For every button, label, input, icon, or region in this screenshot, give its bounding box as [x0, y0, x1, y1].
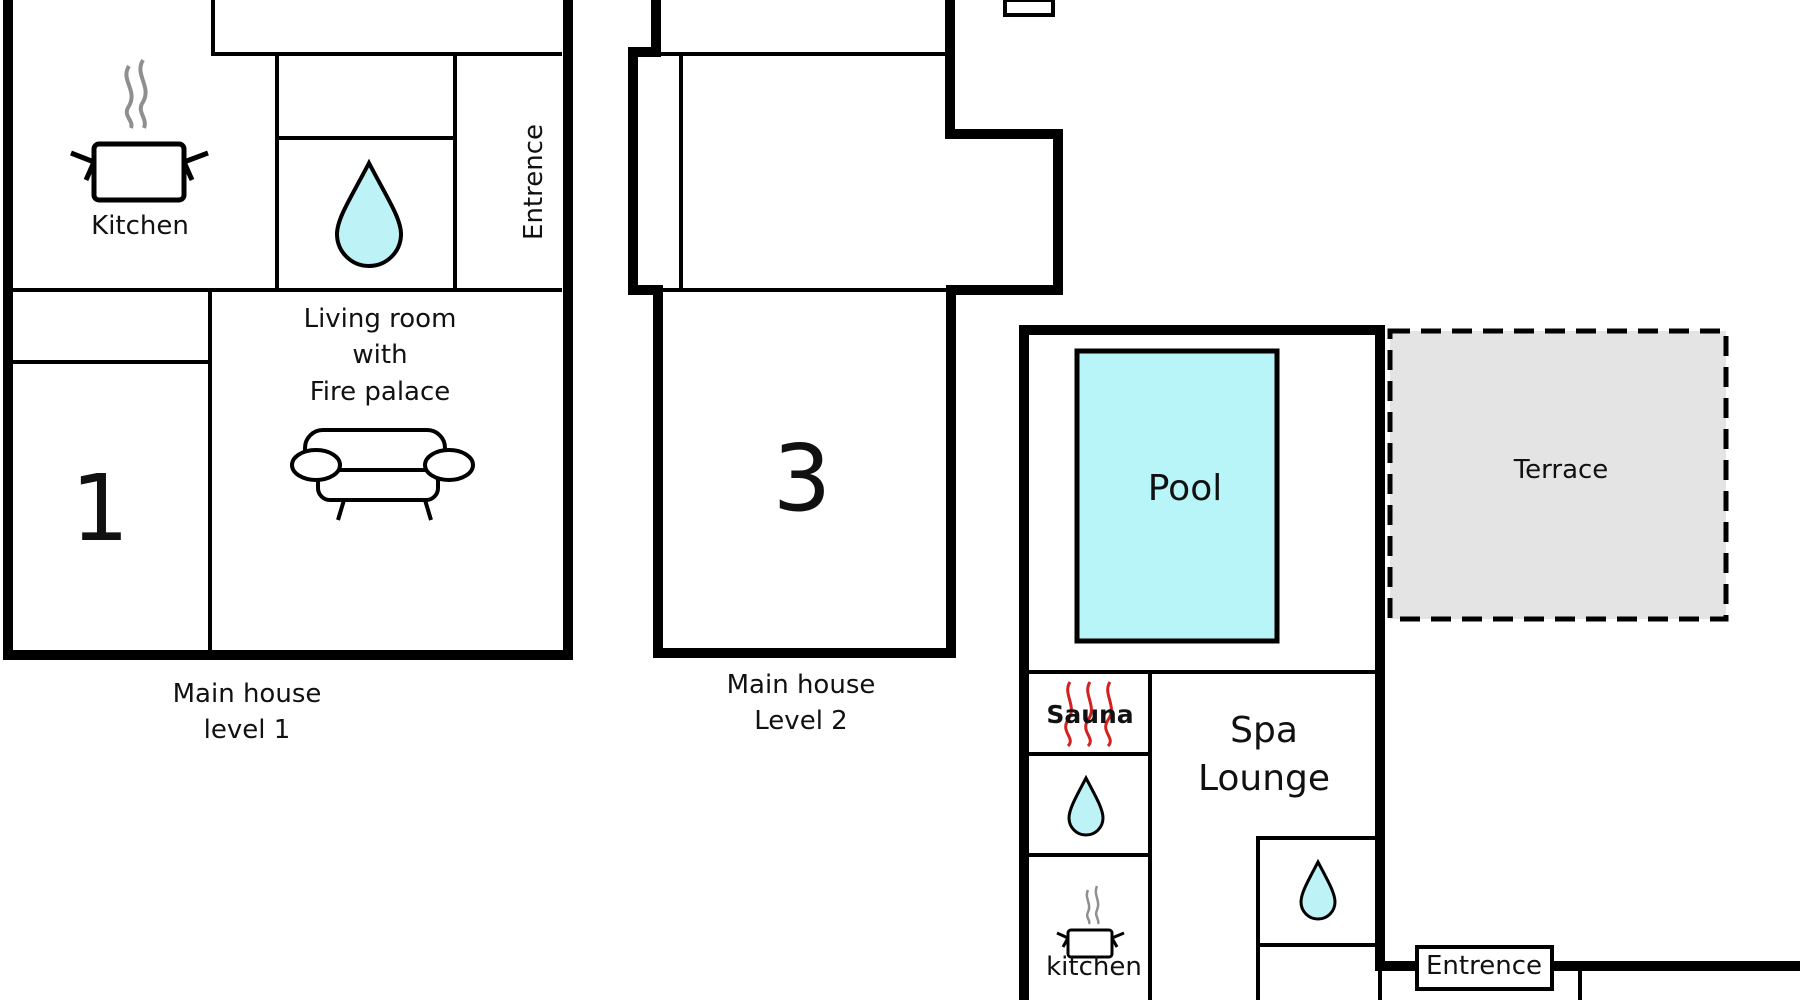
main-house-level-1: Kitchen Entrence Living room with Fire p… [3, 0, 573, 745]
spa-entrance-label: Entrence [1426, 951, 1542, 981]
pool-label: Pool [1148, 468, 1222, 509]
spa-lounge-label-line1: Spa [1230, 710, 1298, 751]
water-drop-icon [1067, 774, 1105, 837]
main-house-level-2-caption-line1: Main house [727, 670, 876, 700]
kitchen-label: Kitchen [91, 211, 189, 241]
main-house-level-2-caption-line2: Level 2 [754, 706, 847, 736]
pool [1074, 348, 1280, 644]
entrance-label: Entrence [519, 124, 549, 240]
pot-icon [1056, 885, 1125, 959]
living-room-label-line2: with [352, 340, 407, 370]
spa-entrance-box [1415, 945, 1554, 991]
water-drop-icon [1299, 858, 1337, 921]
main-house-level-2: 3 Main house Level 2 [628, 0, 1063, 736]
terrace-area [1387, 328, 1729, 622]
living-room-label-line3: Fire palace [310, 377, 451, 407]
main-house-level-1-caption-line1: Main house [173, 679, 322, 709]
living-room-label-line1: Living room [304, 304, 457, 334]
room-number-1: 1 [71, 455, 130, 562]
spa-kitchen-label: kitchen [1046, 952, 1142, 982]
spa-building: Terrace Pool Sauna Spa Lounge [1019, 325, 1800, 1000]
water-drop-icon [334, 158, 404, 268]
spa-lounge-label-line2: Lounge [1198, 758, 1330, 799]
sofa-icon [290, 428, 475, 521]
terrace-label: Terrace [1513, 455, 1609, 485]
pot-icon [70, 58, 209, 203]
sauna-heat-icon [1064, 681, 1113, 748]
sauna-label: Sauna [1046, 700, 1133, 729]
room-number-3: 3 [773, 425, 832, 532]
main-house-level-1-caption-line2: level 1 [204, 715, 291, 745]
